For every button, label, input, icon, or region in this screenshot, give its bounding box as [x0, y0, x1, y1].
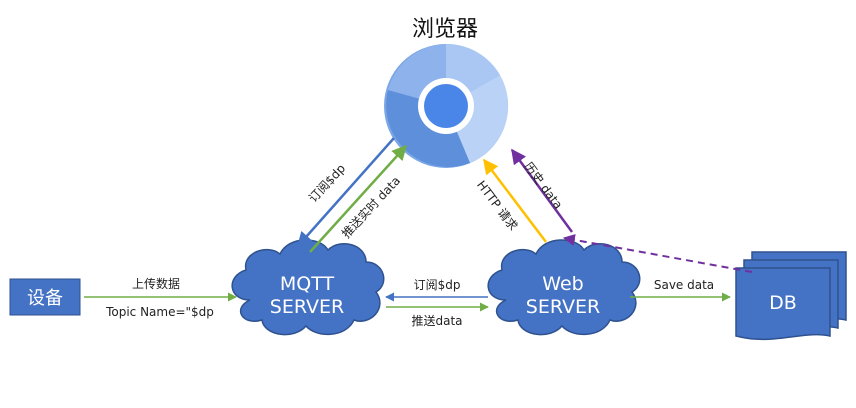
db-node: DB: [735, 251, 847, 341]
mqtt-server-cloud: MQTT SERVER: [231, 239, 385, 336]
arrow-history-data: [510, 148, 574, 233]
mqtt-server-label-line2: SERVER: [270, 296, 344, 318]
arrow-http-request: [483, 158, 547, 243]
label-history-data: 历史 data: [521, 159, 565, 211]
label-topic-name: Topic Name="$dp: [105, 305, 214, 319]
label-http-request: HTTP 请求: [474, 178, 520, 233]
label-browser-subscribe: 订阅$dp: [306, 161, 348, 205]
web-server-label-line1: Web: [542, 273, 583, 295]
label-mqtt-push: 推送data: [411, 313, 462, 328]
db-label: DB: [769, 292, 797, 314]
label-save-data: Save data: [654, 278, 714, 292]
browser-title: 浏览器: [412, 17, 478, 42]
device-node: 设备: [9, 278, 81, 316]
arrow-db-to-browser: [562, 234, 753, 273]
web-server-cloud: Web SERVER: [487, 239, 641, 336]
arrow-browser-push-realtime: [309, 144, 408, 253]
label-upload-data: 上传数据: [132, 276, 180, 291]
chrome-browser-icon: [384, 43, 509, 168]
arrow-browser-subscribe: [297, 137, 395, 248]
device-label: 设备: [27, 288, 63, 309]
web-server-label-line2: SERVER: [526, 296, 600, 318]
mqtt-server-label-line1: MQTT: [280, 273, 335, 295]
label-mqtt-subscribe: 订阅$dp: [414, 278, 461, 292]
